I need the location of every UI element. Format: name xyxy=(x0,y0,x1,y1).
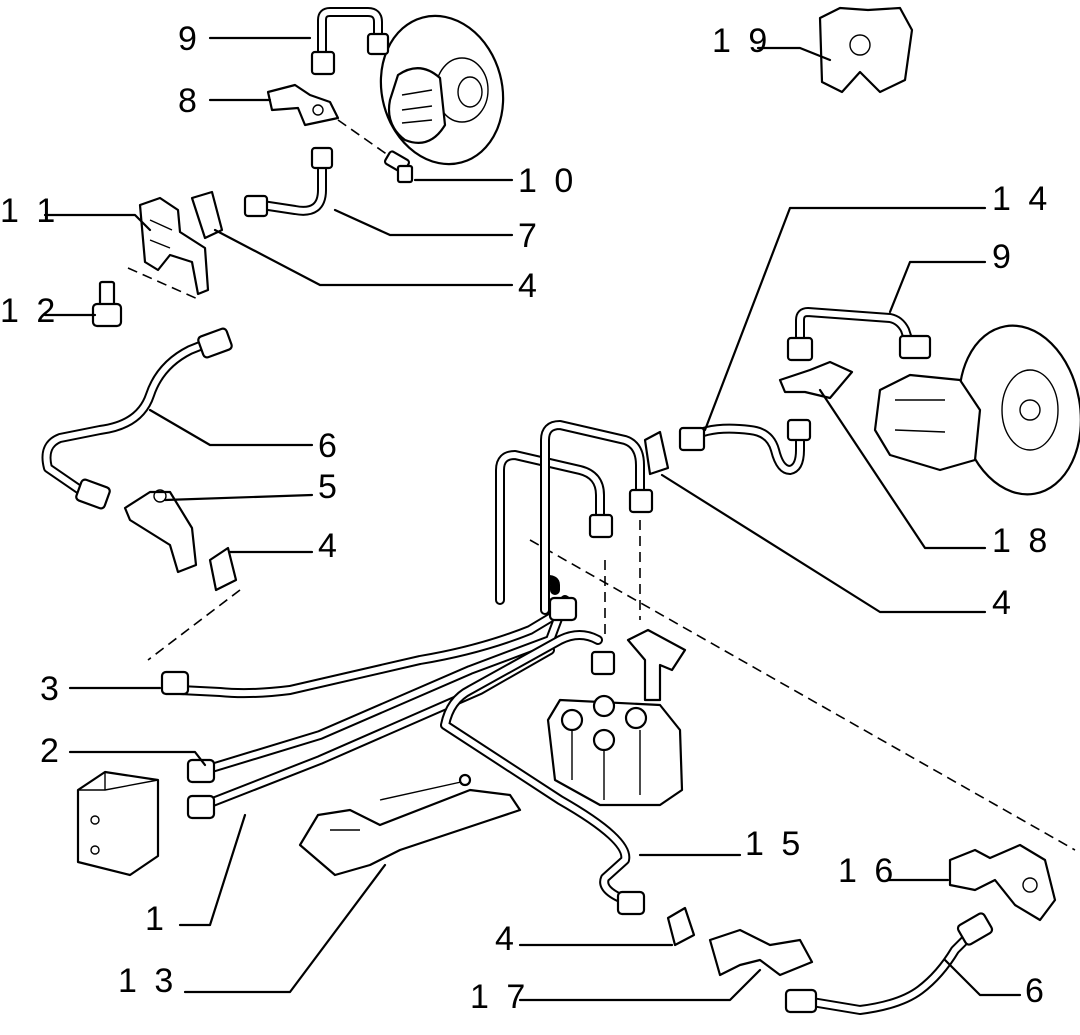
bracket-17 xyxy=(708,928,814,977)
bracket-5 xyxy=(123,489,198,574)
rigid-pipe-6-right xyxy=(784,912,994,1015)
callout-4-top: 4 xyxy=(518,267,541,305)
front-left-brake-disc xyxy=(379,14,505,166)
brake-hose-9-top xyxy=(310,7,390,76)
front-right-brake-disc xyxy=(873,324,1080,496)
bracket-18 xyxy=(778,360,854,400)
callout-9-top: 9 xyxy=(178,20,201,58)
bolt-10 xyxy=(383,150,414,184)
brake-pipes-center xyxy=(495,420,654,676)
callout-15: 1 5 xyxy=(745,825,804,863)
rigid-pipe-6-left xyxy=(41,327,233,510)
callout-11: 1 1 xyxy=(0,192,59,230)
brake-hose-7 xyxy=(243,146,334,218)
callout-10: 1 0 xyxy=(518,162,577,200)
callout-14: 1 4 xyxy=(992,180,1051,218)
brake-pipe-15 xyxy=(440,630,646,916)
leader-lines xyxy=(43,36,1022,1002)
callout-12: 1 2 xyxy=(0,292,59,330)
clip-4-left xyxy=(208,546,238,592)
callout-8: 8 xyxy=(178,82,201,120)
callout-19: 1 9 xyxy=(712,22,771,60)
clip-4-right xyxy=(643,430,670,476)
bracket-11 xyxy=(138,196,210,296)
callout-labels: 9 8 1 0 1 1 7 4 1 2 6 5 4 3 2 1 1 3 1 9 … xyxy=(0,20,1051,1016)
brake-pipes-1-2-3 xyxy=(160,575,578,820)
callout-9-right: 9 xyxy=(992,238,1015,276)
callout-16: 1 6 xyxy=(838,852,897,890)
callout-4-right: 4 xyxy=(992,584,1015,622)
callout-4-bottom: 4 xyxy=(495,920,518,958)
bracket-13 xyxy=(298,773,522,877)
callout-17: 1 7 xyxy=(470,978,529,1016)
callout-18: 1 8 xyxy=(992,522,1051,560)
callout-3: 3 xyxy=(40,670,63,708)
callout-6-right: 6 xyxy=(1025,972,1048,1010)
assembly-dash-lines xyxy=(127,119,1076,851)
callout-4-left: 4 xyxy=(318,527,341,565)
bracket-16 xyxy=(948,843,1057,922)
bolt-12 xyxy=(91,280,123,328)
clip-4-top xyxy=(190,190,224,240)
callout-6-left: 6 xyxy=(318,427,341,465)
callout-7: 7 xyxy=(518,217,541,255)
connector-box xyxy=(76,770,160,877)
brake-hose-9-right xyxy=(786,307,932,362)
brake-pressure-regulator xyxy=(546,628,687,807)
callout-1: 1 xyxy=(145,900,168,938)
callout-13: 1 3 xyxy=(118,962,177,1000)
callout-2: 2 xyxy=(40,732,63,770)
clip-4-bottom xyxy=(666,906,696,947)
brake-hose-14 xyxy=(678,418,812,475)
bracket-8 xyxy=(266,83,340,127)
callout-5: 5 xyxy=(318,468,341,506)
clip-19 xyxy=(818,6,914,94)
